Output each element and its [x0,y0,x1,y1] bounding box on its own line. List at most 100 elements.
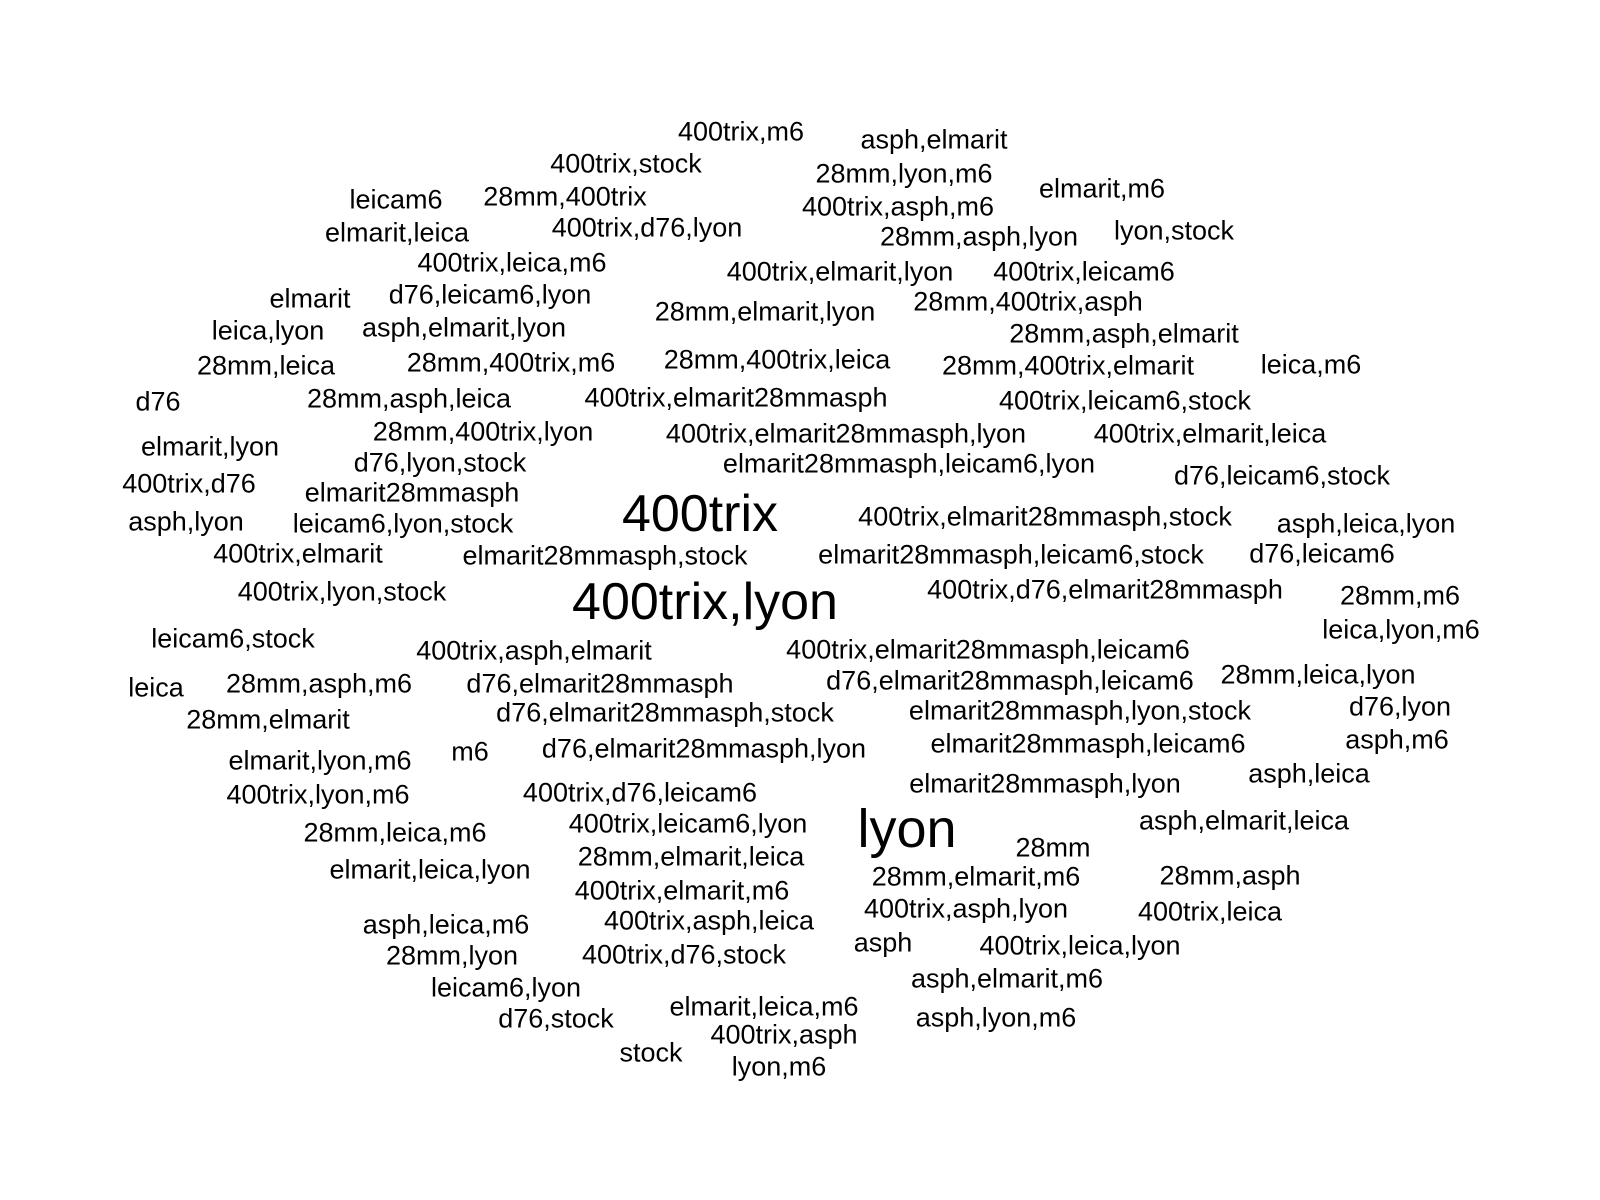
cloud-word: d76,leicam6,stock [1173,460,1391,491]
cloud-word: lyon,m6 [731,1051,827,1082]
cloud-word: 28mm,elmarit,lyon [654,296,876,327]
cloud-word: 400trix [621,485,779,543]
cloud-word: 400trix,d76,lyon [551,212,743,243]
cloud-word: 28mm,400trix,m6 [406,347,616,378]
cloud-word: 28mm,asph,m6 [225,668,413,699]
cloud-word: d76,elmarit28mmasph,stock [496,697,834,728]
cloud-word: leicam6,lyon [430,972,582,1003]
cloud-word: asph,leica,lyon [1276,508,1456,539]
cloud-word: asph,elmarit,leica [1138,805,1350,836]
cloud-word: asph,lyon [128,506,244,537]
cloud-word: 400trix,asph,leica [603,905,815,936]
cloud-word: 400trix,lyon [572,573,838,631]
cloud-word: d76,elmarit28mmasph,lyon [541,733,867,764]
cloud-word: 400trix,leica,lyon [979,930,1181,961]
cloud-word: stock [619,1037,683,1068]
cloud-word: asph,leica,m6 [362,909,530,940]
cloud-word: 28mm,asph [1159,860,1301,891]
cloud-word: 400trix,elmarit,m6 [574,875,790,906]
cloud-word: elmarit,lyon,m6 [228,745,412,776]
cloud-word: elmarit28mmasph,lyon,stock [908,695,1252,726]
cloud-word: 28mm,400trix,leica [663,344,891,375]
cloud-word: 400trix,elmarit,leica [1093,418,1327,449]
cloud-word: 400trix,d76 [122,468,256,499]
cloud-word: elmarit [269,283,351,314]
cloud-word: 400trix,elmarit28mmasph,leicam6 [786,634,1190,665]
cloud-word: 400trix,stock [550,148,702,179]
cloud-word: leicam6,stock [151,623,315,654]
cloud-word: 28mm,asph,lyon [879,221,1079,252]
cloud-word: 400trix,elmarit28mmasph,lyon [665,418,1027,449]
cloud-word: asph,elmarit [860,124,1008,155]
cloud-word: 400trix,asph,elmarit [416,635,652,666]
cloud-word: d76,lyon [1348,691,1452,722]
cloud-word: 28mm,elmarit,m6 [871,861,1081,892]
cloud-word: leica,lyon [211,315,325,346]
cloud-word: elmarit,leica [324,217,470,248]
cloud-word: asph,elmarit,m6 [910,963,1104,994]
cloud-word: 400trix,elmarit28mmasph [584,382,888,413]
cloud-word: elmarit,leica,lyon [329,854,531,885]
cloud-word: 28mm,lyon,m6 [815,158,993,189]
cloud-word: 28mm,leica [196,350,336,381]
cloud-word: asph [853,927,913,958]
cloud-word: m6 [451,736,489,767]
cloud-word: 400trix,asph,lyon [863,893,1069,924]
cloud-word: 28mm,m6 [1339,580,1461,611]
cloud-word: 28mm,asph,leica [306,383,512,414]
cloud-word: elmarit28mmasph,stock [462,540,748,571]
cloud-word: 400trix,d76,leicam6 [522,777,758,808]
cloud-word: asph,leica [1248,758,1370,789]
cloud-word: d76,elmarit28mmasph [466,668,734,699]
cloud-word: d76,lyon,stock [353,447,527,478]
cloud-word: elmarit28mmasph,leicam6 [930,728,1246,759]
cloud-word: 28mm,400trix [483,181,647,212]
cloud-word: 400trix,leica,m6 [417,247,607,278]
cloud-word: 28mm,400trix,asph [913,286,1143,317]
cloud-word: 400trix,lyon,stock [237,576,447,607]
cloud-word: leica,m6 [1260,349,1362,380]
cloud-word: d76 [135,386,181,417]
cloud-word: elmarit28mmasph,leicam6,stock [818,539,1204,570]
cloud-word: 400trix,leicam6 [993,256,1175,287]
cloud-word: d76,leicam6 [1249,538,1395,569]
cloud-word: 400trix,asph,m6 [801,191,995,222]
cloud-word: elmarit,lyon [140,431,280,462]
cloud-word: d76,leicam6,lyon [388,279,592,310]
cloud-word: lyon,stock [1113,215,1235,246]
cloud-word: leicam6 [349,184,443,215]
cloud-word: 28mm,elmarit,leica [577,841,805,872]
cloud-word: elmarit28mmasph [304,477,520,508]
cloud-word: 28mm,leica,lyon [1220,659,1416,690]
cloud-word: 28mm,400trix,elmarit [941,350,1195,381]
cloud-word: elmarit28mmasph,leicam6,lyon [722,448,1096,479]
cloud-word: 400trix,elmarit28mmasph,stock [858,501,1232,532]
cloud-word: 400trix,elmarit,lyon [726,256,954,287]
cloud-word: 400trix,d76,elmarit28mmasph [927,574,1283,605]
cloud-word: 28mm [1015,832,1091,863]
cloud-word: d76,elmarit28mmasph,leicam6 [826,665,1194,696]
cloud-word: elmarit,m6 [1038,173,1166,204]
cloud-word: 28mm,leica,m6 [303,817,487,848]
cloud-word: lyon [857,799,957,859]
cloud-word: 28mm,asph,elmarit [1009,318,1239,349]
cloud-word: 400trix,leica [1137,896,1283,927]
cloud-word: d76,stock [498,1003,614,1034]
cloud-word: 28mm,elmarit [186,704,350,735]
cloud-word: 28mm,400trix,lyon [372,416,594,447]
cloud-word: 400trix,m6 [677,116,805,147]
cloud-word: asph,m6 [1345,724,1449,755]
cloud-word: elmarit28mmasph,lyon [909,768,1181,799]
cloud-word: asph,lyon,m6 [915,1002,1077,1033]
cloud-word: elmarit,leica,m6 [669,991,859,1022]
cloud-word: asph,elmarit,lyon [361,312,567,343]
cloud-word: leica,lyon,m6 [1322,614,1480,645]
cloud-word: 400trix,elmarit [213,538,383,569]
cloud-word: leica [128,672,184,703]
cloud-word: leicam6,lyon,stock [292,508,514,539]
cloud-word: 400trix,leicam6,stock [998,385,1252,416]
cloud-word: 400trix,d76,stock [581,939,787,970]
cloud-word: 400trix,leicam6,lyon [568,808,808,839]
cloud-word: 400trix,asph [710,1019,858,1050]
